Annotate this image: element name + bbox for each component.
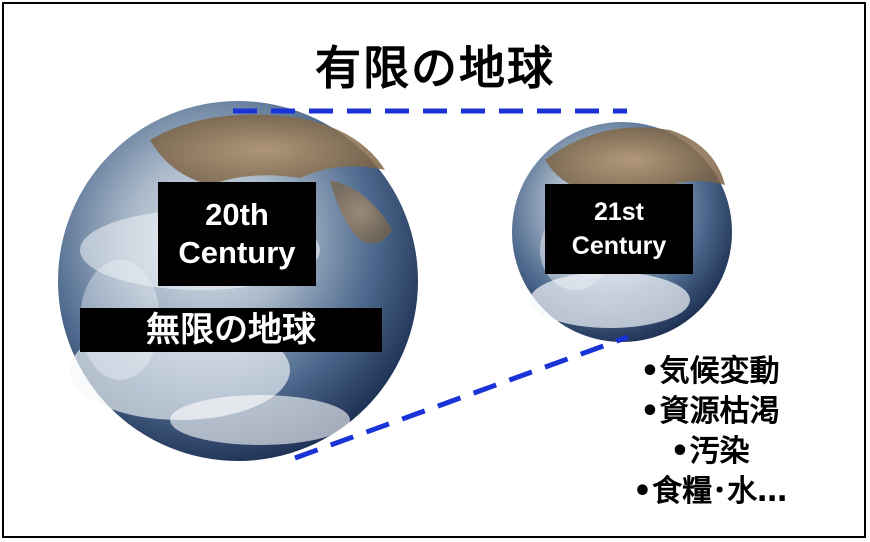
label-21st-line2: Century: [571, 232, 667, 260]
issues-list: •気候変動 •資源枯渇 •汚染 •食糧･水…: [600, 352, 820, 512]
issue-item: •食糧･水…: [632, 474, 788, 509]
label-21st-line1: 21st: [593, 198, 645, 226]
label-20th-line2: Century: [178, 235, 296, 270]
dashed-line-bottom: [294, 334, 629, 461]
issue-item: •汚染: [670, 434, 750, 469]
label-20th-line1: 20th: [205, 197, 269, 232]
slide-title: 有限の地球: [315, 41, 555, 95]
caption-infinite-earth: 無限の地球: [80, 308, 382, 352]
label-20th-century: 20th Century: [158, 182, 316, 286]
issue-item: •資源枯渇: [640, 394, 780, 429]
label-21st-century: 21st Century: [545, 184, 693, 274]
issue-item: •気候変動: [640, 354, 780, 389]
